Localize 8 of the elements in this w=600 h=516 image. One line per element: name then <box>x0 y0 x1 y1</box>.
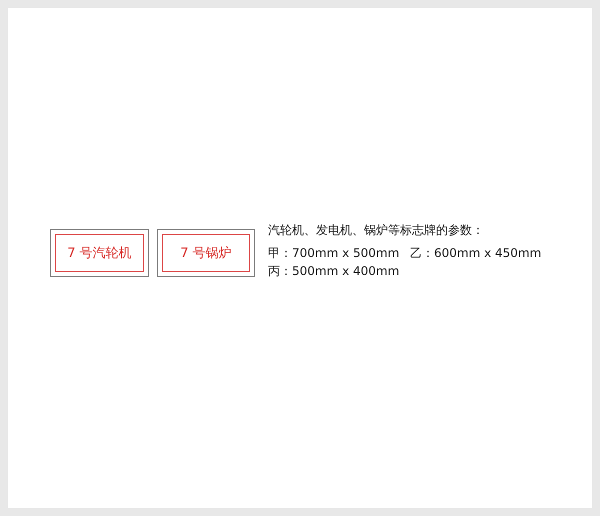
sign-board <box>50 229 149 277</box>
sign-board <box>157 229 255 277</box>
dimension-text: 丙：500mm x 400mm <box>268 264 400 278</box>
sign-text: 7 号锅炉 <box>180 245 232 262</box>
dimension-text: 甲：700mm x 500mm <box>268 246 400 260</box>
sign-text: 7 号汽轮机 <box>67 245 132 262</box>
dimension-text: 乙：600mm x 450mm <box>410 246 542 260</box>
heading-text: 汽轮机、发电机、锅炉等标志牌的参数： <box>268 223 484 237</box>
